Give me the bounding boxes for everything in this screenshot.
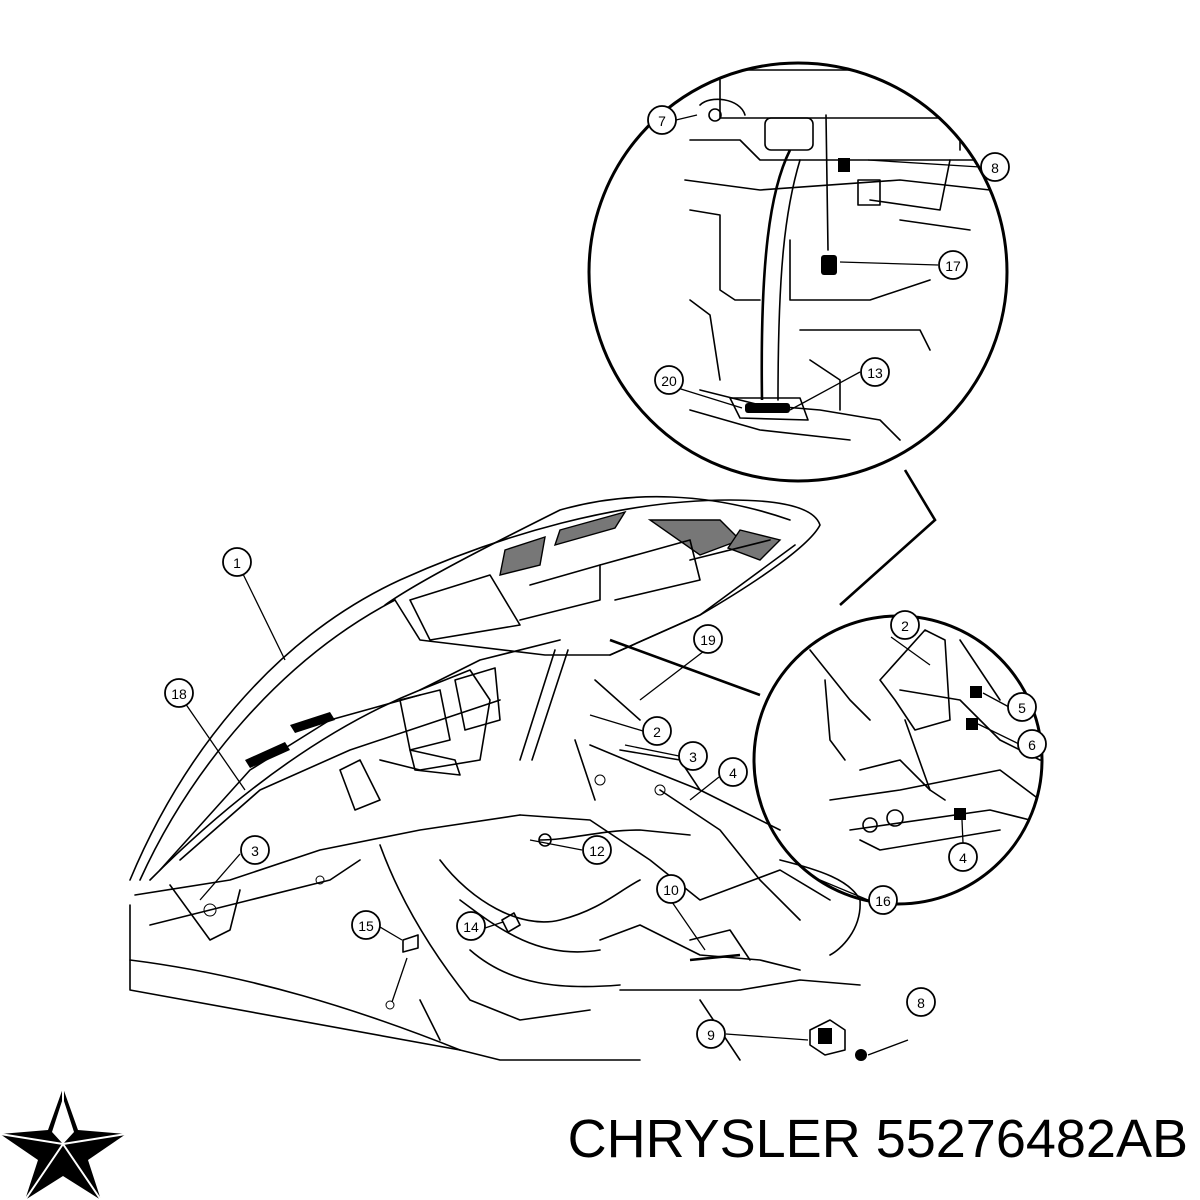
callout-15: 15 (351, 910, 381, 940)
chrysler-pentastar-icon (0, 1088, 126, 1200)
svg-text:5: 5 (1018, 700, 1026, 716)
callout-3-upper: 3 (678, 741, 708, 771)
svg-text:8: 8 (917, 995, 925, 1011)
callout-8-bay: 8 (906, 987, 936, 1017)
svg-text:7: 7 (658, 113, 666, 129)
svg-text:14: 14 (463, 919, 479, 935)
svg-text:3: 3 (689, 749, 697, 765)
detail-view-hinge (752, 614, 1044, 906)
hood-parts-diagram: 1 2 2 3 3 4 4 5 6 7 8 8 9 10 12 13 14 15… (129, 61, 1047, 1061)
detail-connector-right (609, 638, 761, 697)
callout-5: 5 (1007, 692, 1037, 722)
callout-20: 20 (654, 365, 684, 395)
callout-3-lower: 3 (240, 835, 270, 865)
svg-text:12: 12 (589, 843, 605, 859)
callout-1: 1 (222, 547, 252, 577)
svg-text:8: 8 (991, 160, 999, 176)
callout-4-bay: 4 (718, 757, 748, 787)
callout-13: 13 (860, 357, 890, 387)
svg-text:19: 19 (700, 632, 716, 648)
engine-bay (129, 744, 867, 1061)
callout-16: 16 (868, 885, 898, 915)
callout-6: 6 (1017, 729, 1047, 759)
hood-assembly (129, 495, 821, 881)
svg-text:9: 9 (707, 1027, 715, 1043)
svg-text:13: 13 (867, 365, 883, 381)
callout-10: 10 (656, 874, 686, 904)
svg-text:16: 16 (875, 893, 891, 909)
callout-4-detail: 4 (948, 842, 978, 872)
svg-text:1: 1 (233, 555, 241, 571)
callout-19: 19 (693, 624, 723, 654)
svg-text:17: 17 (945, 258, 961, 274)
svg-text:20: 20 (661, 373, 677, 389)
callout-2-hinge: 2 (642, 716, 672, 746)
callout-8-detail: 8 (980, 152, 1010, 182)
callout-14: 14 (456, 911, 486, 941)
leader-lines (184, 114, 1020, 1056)
svg-text:2: 2 (901, 618, 909, 634)
svg-text:6: 6 (1028, 737, 1036, 753)
callout-18: 18 (164, 678, 194, 708)
svg-text:2: 2 (653, 724, 661, 740)
callout-12: 12 (582, 835, 612, 865)
part-caption: CHRYSLER 55276482AB (567, 1109, 1188, 1169)
svg-text:4: 4 (729, 765, 737, 781)
svg-text:3: 3 (251, 843, 259, 859)
callout-17: 17 (938, 250, 968, 280)
callout-9: 9 (696, 1019, 726, 1049)
svg-text:4: 4 (959, 850, 967, 866)
detail-circle-top (587, 61, 1009, 483)
detail-connector-top (839, 469, 937, 606)
svg-text:18: 18 (171, 686, 187, 702)
svg-text:10: 10 (663, 882, 679, 898)
callout-2-detail: 2 (890, 610, 920, 640)
svg-text:15: 15 (358, 918, 374, 934)
callout-7: 7 (647, 105, 677, 135)
